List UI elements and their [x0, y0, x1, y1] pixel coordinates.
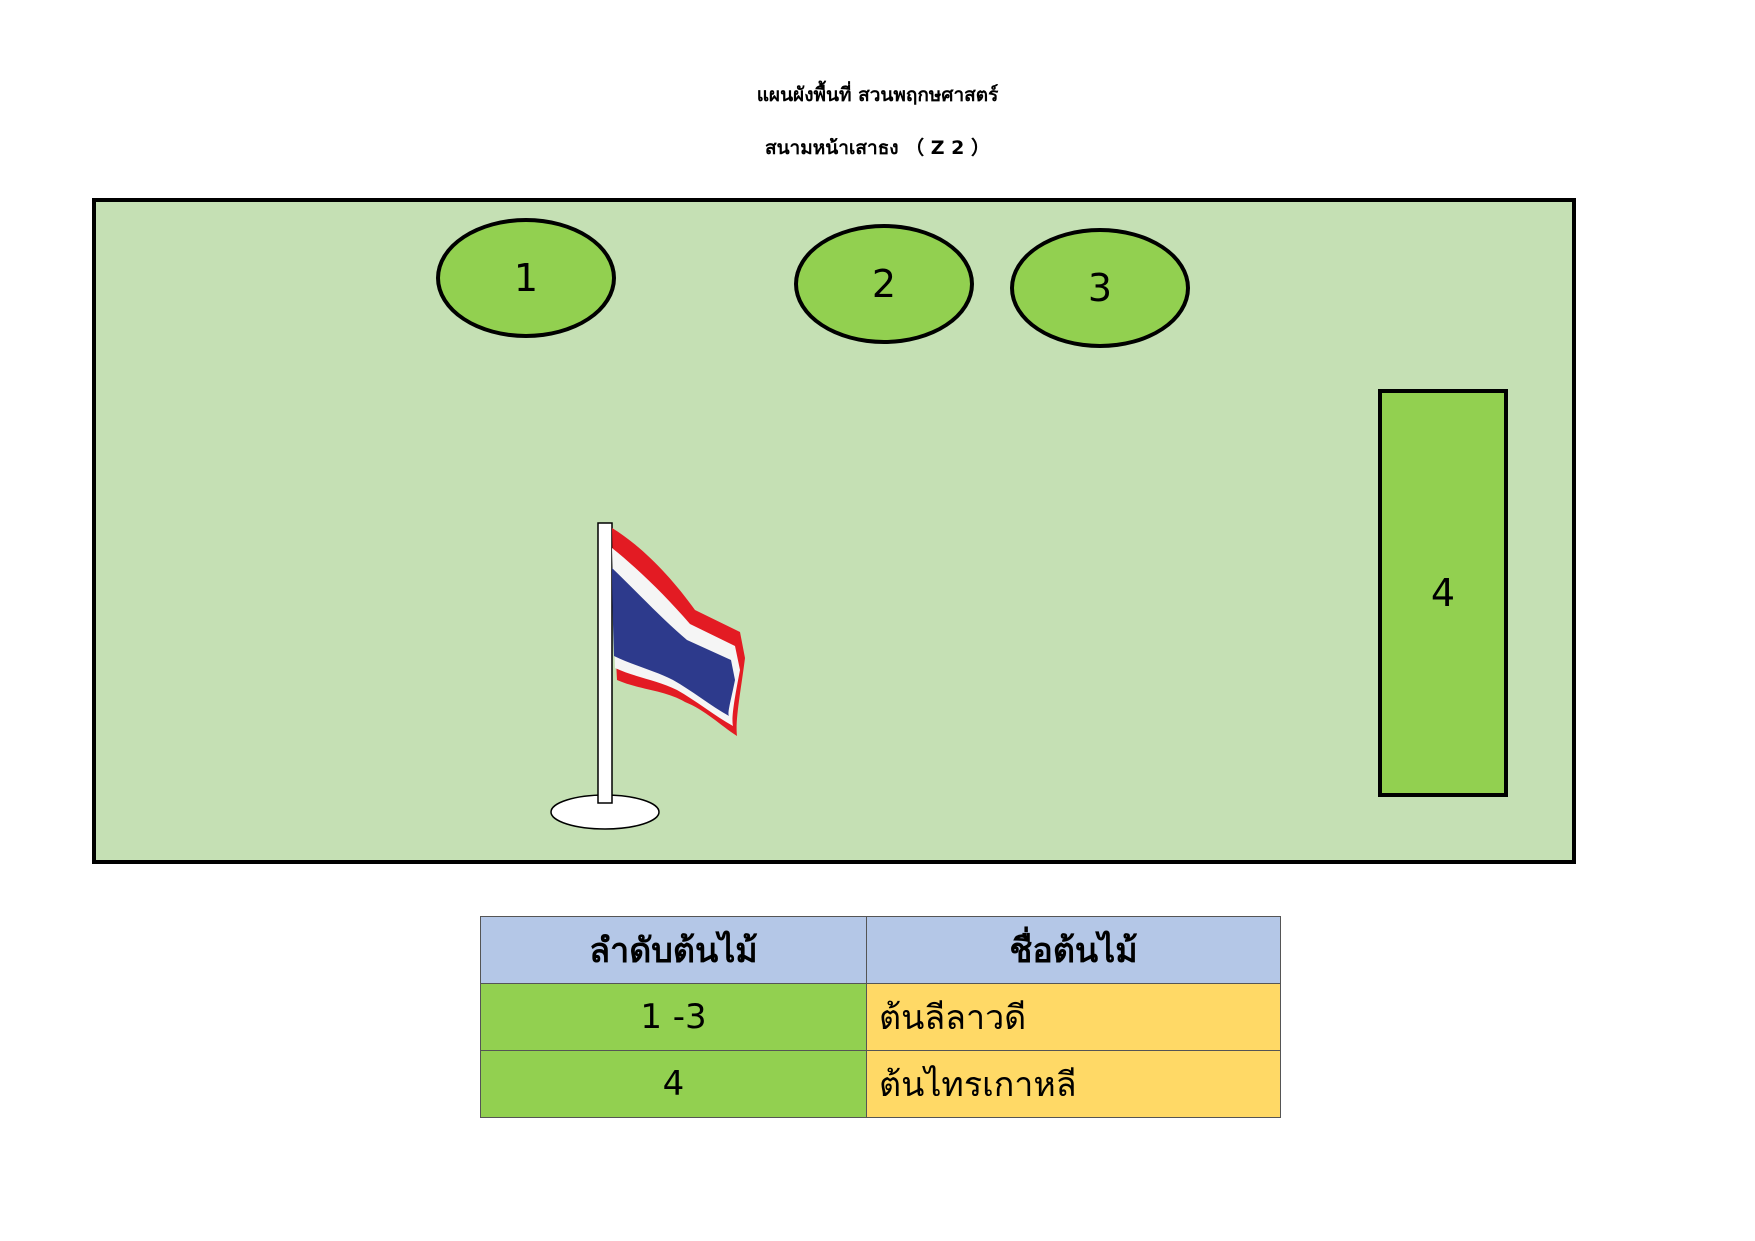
legend-header-row: ลำดับต้นไม้ ชื่อต้นไม้ — [480, 916, 1281, 984]
tree-marker-4: 4 — [1378, 389, 1508, 797]
tree-marker-label: 2 — [871, 262, 897, 306]
table-row: 4 ต้นไทรเกาหลี — [480, 1050, 1281, 1118]
tree-marker-1: 1 — [436, 218, 616, 338]
tree-marker-label: 1 — [513, 256, 539, 300]
page-title: แผนผังพื้นที่ สวนพฤกษศาสตร์ — [756, 84, 999, 106]
tree-marker-label: 4 — [1430, 571, 1456, 615]
page-subtitle: สนามหน้าเสาธง （ Z 2 ） — [764, 137, 991, 159]
legend-number-cell: 4 — [480, 1050, 867, 1118]
table-row: 1 -3 ต้นลีลาวดี — [480, 983, 1281, 1051]
tree-legend-table: ลำดับต้นไม้ ชื่อต้นไม้ 1 -3 ต้นลีลาวดี 4… — [480, 916, 1281, 1118]
legend-header-name: ชื่อต้นไม้ — [866, 916, 1281, 984]
flagpole — [597, 522, 613, 804]
tree-marker-label: 3 — [1087, 266, 1113, 310]
flag-cloth — [612, 528, 745, 736]
legend-number-cell: 1 -3 — [480, 983, 867, 1051]
legend-header-number: ลำดับต้นไม้ — [480, 916, 867, 984]
legend-name-cell: ต้นไทรเกาหลี — [866, 1050, 1281, 1118]
legend-name-cell: ต้นลีลาวดี — [866, 983, 1281, 1051]
thai-flag-icon — [550, 522, 745, 830]
tree-marker-2: 2 — [794, 224, 974, 344]
tree-marker-3: 3 — [1010, 228, 1190, 348]
